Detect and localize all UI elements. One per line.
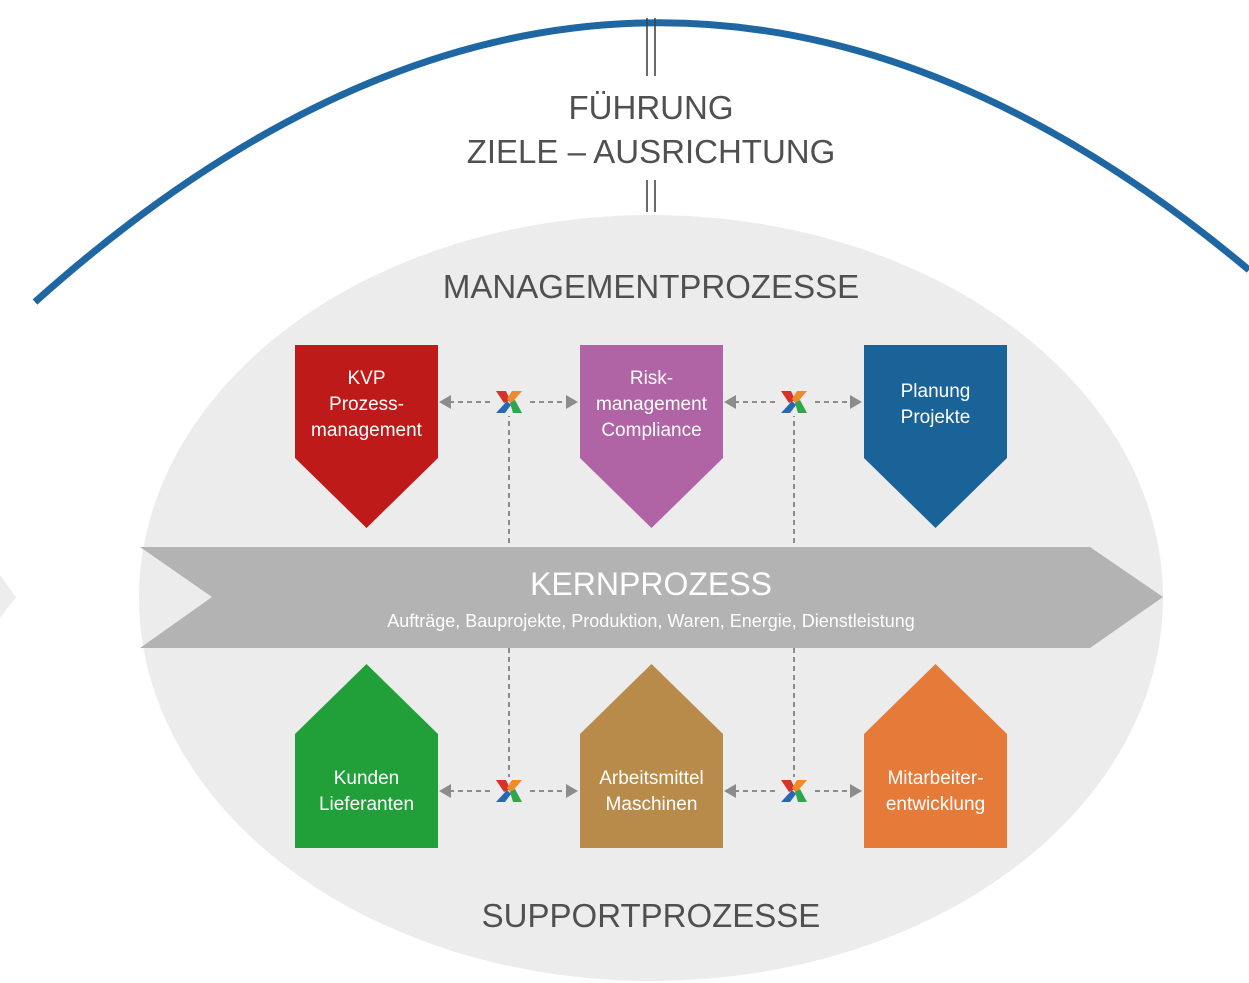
support-boxes: KundenLieferantenArbeitsmittelMaschinenM…: [295, 664, 1007, 848]
management-box-line: Prozess-: [329, 394, 404, 415]
management-box-line: Projekte: [901, 407, 971, 428]
bottom-double-line: [646, 180, 656, 212]
management-box-shape: [864, 345, 1007, 528]
management-box-1: KVP Prozess-management: [295, 345, 438, 528]
core-process-subtitle: Aufträge, Bauprojekte, Produktion, Waren…: [387, 611, 915, 631]
support-box-line: entwicklung: [886, 794, 985, 815]
logo-part-red: [496, 780, 510, 792]
leadership-subtitle: ZIELE – AUSRICHTUNG: [467, 133, 836, 170]
logo-part-blue: [781, 790, 796, 802]
logo-part-blue: [496, 790, 511, 802]
arrow-head-right: [850, 784, 862, 798]
support-box-line: Kunden: [334, 768, 400, 789]
arrow-head-left: [724, 784, 736, 798]
arrow-head-left: [439, 395, 451, 409]
arrow-head-right: [566, 395, 578, 409]
management-label: MANAGEMENTPROZESSE: [443, 268, 859, 305]
support-box-3: Mitarbeiter-entwicklung: [864, 664, 1007, 848]
logo-part-blue: [496, 401, 511, 413]
management-boxes: KVPProzess-managementRisk-managementComp…: [295, 345, 1007, 528]
leadership-title: FÜHRUNG: [569, 89, 734, 126]
management-box-line: Compliance: [601, 420, 701, 441]
logo-part-green: [795, 400, 807, 413]
management-box-shape: [580, 345, 723, 528]
logo-part-green: [510, 789, 522, 802]
support-box-line: Lieferanten: [319, 794, 414, 815]
arrow-head-left: [724, 395, 736, 409]
core-process-arrow: [140, 547, 1163, 648]
connector-logo-icon: [777, 388, 811, 416]
core-process-title: KERNPROZESS: [530, 566, 772, 602]
connector-logo-icon: [492, 388, 526, 416]
logo-part-red: [781, 391, 795, 403]
connector-logos: [492, 388, 811, 805]
logo-part-orange: [792, 780, 807, 793]
logo-part-green: [795, 789, 807, 802]
support-box-shape: [580, 664, 723, 848]
management-box-line: management: [596, 394, 708, 415]
support-box-line: Maschinen: [606, 794, 698, 815]
logo-part-orange: [507, 391, 522, 404]
support-label: SUPPORTPROZESSE: [482, 897, 821, 934]
logo-part-red: [781, 780, 795, 792]
support-box-shape: [295, 664, 438, 848]
left-edge-shape: [0, 575, 16, 618]
connector-logo-icon: [492, 777, 526, 805]
logo-part-green: [510, 400, 522, 413]
connector-logo-icon: [777, 777, 811, 805]
management-box-line: Risk-: [630, 368, 673, 389]
management-box-shape: [295, 345, 438, 528]
support-box-line: Mitarbeiter-: [887, 768, 983, 789]
support-box-shape: [864, 664, 1007, 848]
arrow-head-right: [566, 784, 578, 798]
arrow-head-left: [439, 784, 451, 798]
management-box-line: KVP: [347, 368, 385, 389]
leadership-arc: [32, 19, 1249, 305]
management-box-line: Planung: [901, 381, 971, 402]
support-box-line: Arbeitsmittel: [599, 768, 704, 789]
logo-part-red: [496, 391, 510, 403]
arrow-head-right: [850, 395, 862, 409]
logo-part-orange: [507, 780, 522, 793]
top-double-line: [646, 18, 656, 76]
management-box-line: management: [311, 420, 423, 441]
logo-part-blue: [781, 401, 796, 413]
logo-part-orange: [792, 391, 807, 404]
